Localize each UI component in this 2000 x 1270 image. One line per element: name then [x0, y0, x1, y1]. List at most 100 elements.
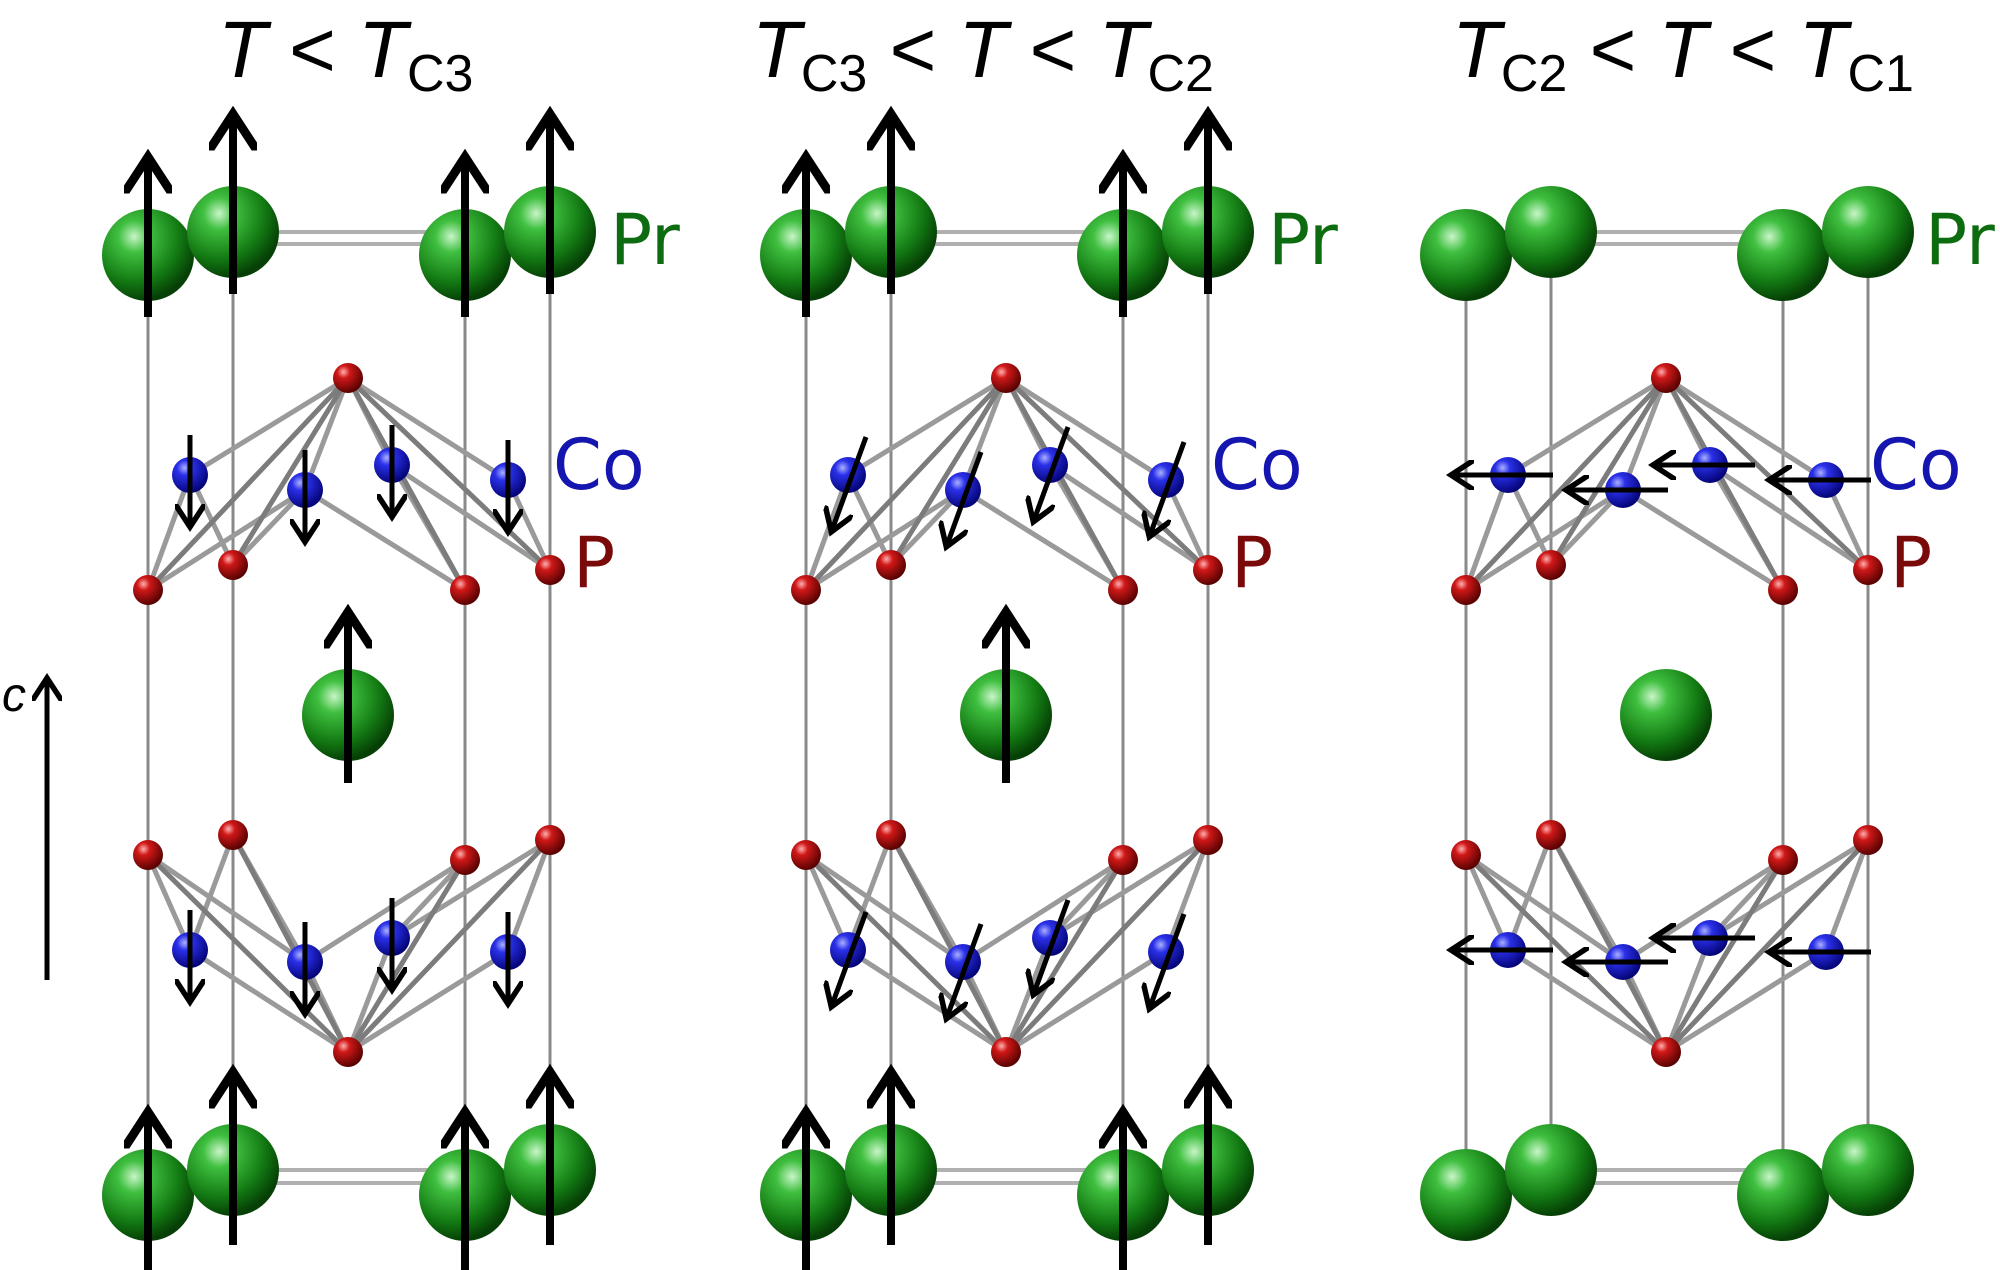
p-label-1: P — [573, 522, 616, 604]
co-p-bond — [345, 949, 511, 1055]
co-p-bond — [145, 487, 308, 593]
pr-label-2: Pr — [1268, 199, 1338, 281]
p-atom — [791, 575, 821, 605]
co-p-bond — [1707, 837, 1871, 941]
p-atom — [333, 1037, 363, 1067]
co-moment-arrow — [832, 436, 869, 530]
co-p-bond — [845, 832, 894, 953]
co-p-bond — [1823, 837, 1871, 955]
p-atom — [535, 825, 565, 855]
c-axis-label: c — [2, 669, 26, 722]
p-label-2: P — [1231, 522, 1274, 604]
co-p-bond — [1003, 949, 1169, 1055]
p-atom — [991, 363, 1021, 393]
p-atom — [535, 555, 565, 585]
co-p-bond — [1663, 857, 1786, 1055]
p-atom — [450, 575, 480, 605]
co-p-bond — [230, 832, 351, 1055]
co-p-bond — [960, 857, 1126, 965]
co-label-2: Co — [1211, 424, 1303, 506]
co-p-bond — [888, 375, 1009, 568]
co-p-bond — [1047, 462, 1211, 573]
pr-atom — [1505, 1124, 1597, 1216]
co-p-bond — [389, 837, 553, 941]
panel-title-2: TC3 < T < TC2 — [752, 5, 1214, 103]
co-p-bond — [1548, 832, 1669, 1055]
p-atom — [133, 575, 163, 605]
pr-atom — [1420, 1149, 1512, 1241]
co-p-bond — [1505, 832, 1554, 953]
p-atom — [791, 840, 821, 870]
co-p-bond — [187, 375, 351, 478]
co-p-bond — [145, 472, 193, 593]
co-p-bond — [803, 852, 966, 965]
co-p-bond — [1163, 837, 1211, 955]
co-p-bond — [145, 375, 351, 593]
pr-atom — [1505, 186, 1597, 278]
co-p-bond — [1003, 375, 1211, 573]
p-atom — [1193, 555, 1223, 585]
co-moment-arrow — [947, 923, 984, 1017]
structure-panel-2 — [760, 117, 1254, 1270]
pr-label-3: Pr — [1925, 199, 1995, 281]
co-p-bond — [345, 935, 395, 1055]
co-p-bond — [302, 487, 468, 593]
co-p-bond — [187, 832, 236, 953]
co-p-bond — [345, 837, 553, 1055]
p-atom — [1108, 845, 1138, 875]
pr-label-1: Pr — [610, 199, 680, 281]
co-p-bond — [389, 462, 553, 573]
co-p-bond — [1003, 375, 1169, 483]
co-p-bond — [1463, 472, 1511, 593]
co-p-bond — [1003, 837, 1211, 1055]
co-p-bond — [888, 832, 1009, 1055]
p-atom — [1768, 575, 1798, 605]
pr-atom — [1737, 1149, 1829, 1241]
co-p-bond — [302, 375, 351, 493]
p-atom — [218, 820, 248, 850]
pr-atom — [1737, 209, 1829, 301]
p-atom — [1651, 363, 1681, 393]
co-p-bond — [1620, 487, 1786, 593]
pr-atom — [1420, 209, 1512, 301]
co-p-bond — [1663, 375, 1829, 483]
p-atom — [1193, 825, 1223, 855]
co-moment-arrow — [1034, 899, 1071, 993]
co-p-bond — [1463, 852, 1626, 965]
p-atom — [1768, 845, 1798, 875]
p-atom — [1108, 575, 1138, 605]
co-p-bond — [803, 472, 851, 593]
co-label-3: Co — [1870, 424, 1962, 506]
co-p-bond — [960, 487, 1126, 593]
p-atom — [218, 550, 248, 580]
co-p-bond — [845, 947, 1009, 1055]
co-p-bond — [302, 857, 468, 965]
co-p-bond — [845, 375, 1009, 478]
co-p-bond — [1663, 375, 1786, 593]
co-p-bond — [145, 852, 308, 965]
p-label-3: P — [1890, 522, 1933, 604]
co-p-bond — [345, 857, 468, 1055]
co-moment-arrow — [1150, 913, 1187, 1007]
co-p-bond — [1663, 935, 1713, 1055]
p-atom — [450, 845, 480, 875]
p-atom — [876, 820, 906, 850]
co-p-bond — [1505, 375, 1669, 478]
p-atom — [876, 550, 906, 580]
panel-title-3: TC2 < T < TC1 — [1452, 5, 1914, 103]
co-p-bond — [1003, 375, 1126, 593]
co-moment-arrow — [947, 451, 984, 545]
co-p-bond — [803, 852, 1009, 1055]
co-p-bond — [345, 375, 468, 593]
co-p-bond — [1548, 375, 1669, 568]
co-p-bond — [345, 375, 511, 483]
co-moment-arrow — [1034, 426, 1071, 520]
co-moment-arrow — [832, 911, 869, 1005]
co-p-bond — [1003, 857, 1126, 1055]
p-atom — [1451, 575, 1481, 605]
co-p-bond — [345, 375, 553, 573]
co-p-bond — [803, 375, 1009, 593]
pr-atom — [1822, 1124, 1914, 1216]
structure-panel-3 — [1420, 186, 1914, 1241]
